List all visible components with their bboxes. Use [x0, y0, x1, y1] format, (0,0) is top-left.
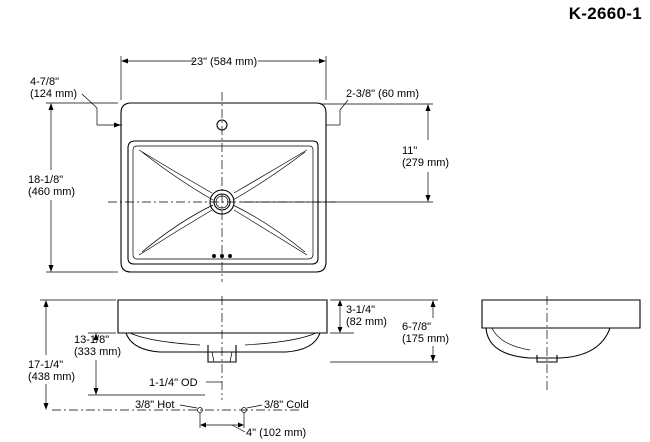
rim-height-mm: (82 mm) [346, 316, 387, 328]
left-offset-in: 4-7/8" [30, 76, 59, 88]
depth-mm: (460 mm) [28, 186, 75, 198]
plan-view: 23" (584 mm) 4-7/8" (124 mm) 2-3/8" (60 … [28, 56, 449, 282]
side-elevation [481, 296, 641, 390]
bowl-height-in: 6-7/8" [402, 321, 431, 333]
cold-label: 3/8" Cold [264, 399, 309, 411]
depth-in: 18-1/8" [28, 174, 63, 186]
hot-label: 3/8" Hot [135, 399, 174, 411]
width-dimension: 23" (584 mm) [191, 56, 257, 68]
front-drain-outlet [207, 345, 237, 363]
model-number: K-2660-1 [568, 4, 642, 23]
overflow-holes [212, 254, 216, 258]
plan-inner-bowl [127, 140, 319, 265]
side-rim [481, 299, 641, 329]
center-drop-mm: (279 mm) [402, 157, 449, 169]
side-bowl [485, 327, 611, 359]
outlet-od: 1-1/4" OD [149, 377, 198, 389]
plan-outer-rim [120, 102, 327, 273]
hot-supply [197, 407, 203, 413]
supply-spacing: 4" (102 mm) [246, 427, 306, 439]
drain-height-mm: (333 mm) [74, 346, 121, 358]
rim-height-in: 3-1/4" [346, 304, 375, 316]
center-drop-in: 11" [402, 145, 417, 157]
overall-height-mm: (438 mm) [28, 371, 75, 383]
drain-height-in: 13-1/8" [74, 334, 109, 346]
plan-slope-lines [138, 149, 308, 256]
front-elevation: 3-1/4" (82 mm) 6-7/8" (175 mm) 13-1/8" (… [28, 296, 449, 439]
cold-supply [241, 407, 247, 413]
front-rim [117, 299, 328, 334]
bowl-height-mm: (175 mm) [402, 333, 449, 345]
left-offset-mm: (124 mm) [30, 88, 77, 100]
faucet-offset: 2-3/8" (60 mm) [346, 88, 419, 100]
front-bowl [125, 332, 321, 353]
overall-height-in: 17-1/4" [28, 359, 63, 371]
